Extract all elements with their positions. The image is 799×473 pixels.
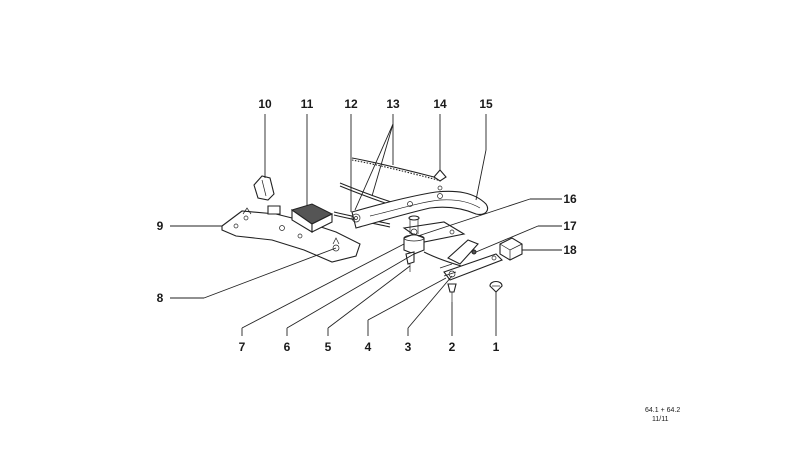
- callout-9: 9: [157, 219, 164, 233]
- callout-1: 1: [493, 340, 500, 354]
- callout-3: 3: [405, 340, 412, 354]
- reference-code: 64.1 + 64.2 11/11: [645, 407, 680, 423]
- callout-10: 10: [258, 97, 272, 111]
- part-screw: [447, 283, 457, 302]
- part-nut: [433, 169, 447, 191]
- callout-11: 11: [301, 97, 314, 111]
- part-motor-connector: [499, 237, 523, 261]
- callout-16: 16: [563, 192, 577, 206]
- part-drive-spindle: [403, 215, 425, 255]
- callout-8: 8: [157, 291, 164, 305]
- callout-7: 7: [239, 340, 246, 354]
- leader-lines: [170, 114, 562, 336]
- callout-13: 13: [386, 97, 400, 111]
- callout-4: 4: [365, 340, 372, 354]
- callout-14: 14: [433, 97, 447, 111]
- part-connector-block: [290, 203, 334, 233]
- reference-line-2: 11/11: [652, 416, 669, 423]
- parts-drawing: [221, 157, 523, 302]
- part-cap: [489, 280, 503, 293]
- callout-12: 12: [344, 97, 358, 111]
- part-clip: [253, 175, 281, 215]
- callout-17: 17: [563, 219, 577, 233]
- callout-labels: 10 11 12 13 14 15 9 8 16 17 18 7 6 5 4 3…: [157, 97, 577, 354]
- reference-line-1: 64.1 + 64.2: [645, 407, 680, 414]
- callout-6: 6: [284, 340, 291, 354]
- callout-5: 5: [325, 340, 332, 354]
- callout-15: 15: [479, 97, 493, 111]
- callout-2: 2: [449, 340, 456, 354]
- callout-18: 18: [563, 243, 577, 257]
